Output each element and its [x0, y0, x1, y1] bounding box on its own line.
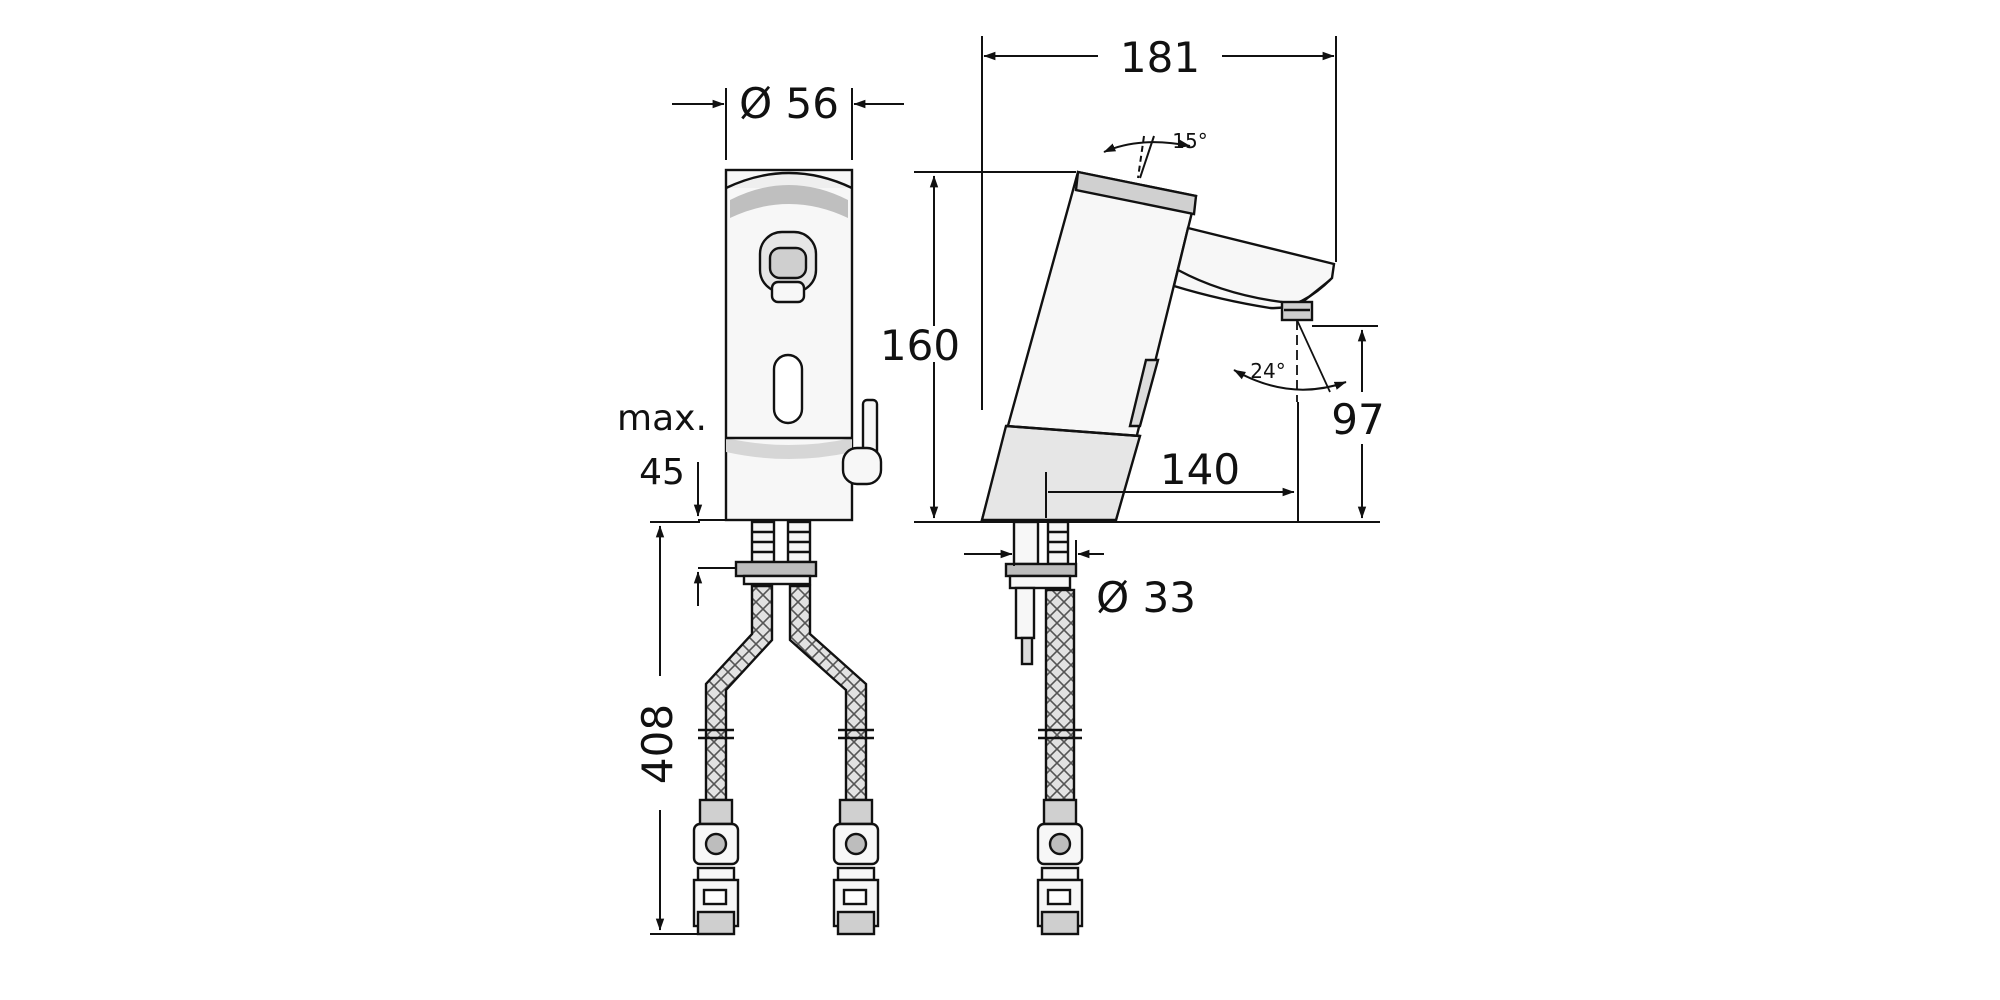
label-tilt-angle: 15°: [1172, 129, 1207, 153]
dimension-lines: [650, 36, 1380, 935]
label-spout-reach: 140: [1160, 445, 1240, 494]
side-spout: [1172, 226, 1336, 322]
side-shank: [1004, 520, 1078, 666]
label-body-diameter: Ø 56: [739, 79, 839, 128]
label-overall-depth: 181: [1120, 33, 1200, 82]
label-max-value: 45: [639, 452, 685, 493]
front-shank: [734, 520, 818, 586]
side-body: [980, 170, 1198, 522]
side-hose: [1036, 588, 1084, 936]
front-hose-ends: [692, 798, 880, 936]
label-shank-diameter: Ø 33: [1096, 573, 1196, 622]
label-hose-length: 408: [633, 704, 682, 784]
side-view: [980, 170, 1336, 936]
label-max: max.: [617, 398, 707, 439]
label-spout-clearance: 97: [1331, 395, 1384, 444]
dimension-labels: Ø 56 181 15° 160 24° 97 max. 45 140 Ø 33…: [617, 33, 1385, 784]
front-hoses: [698, 584, 874, 802]
front-body: [724, 168, 883, 522]
front-view: [692, 168, 883, 936]
label-height: 160: [880, 321, 960, 370]
label-spray-angle: 24°: [1250, 359, 1285, 383]
